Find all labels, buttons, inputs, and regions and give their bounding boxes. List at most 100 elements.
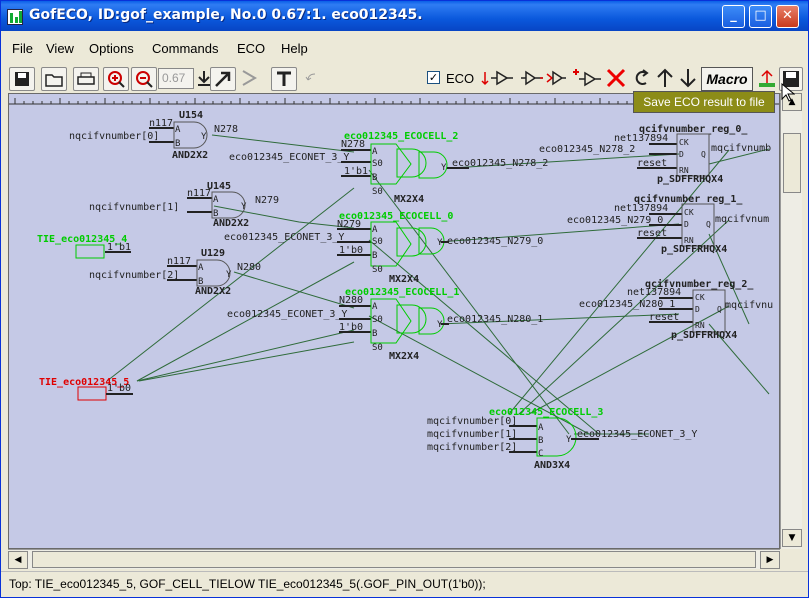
app-icon xyxy=(7,9,23,25)
wires xyxy=(106,134,770,435)
menu-options[interactable]: Options xyxy=(89,41,134,56)
gate-chain-icon xyxy=(521,70,566,86)
forward-button[interactable] xyxy=(238,67,260,91)
menu-help[interactable]: Help xyxy=(281,41,308,56)
insert-buffer-button[interactable] xyxy=(481,67,515,91)
tie-name: TIE_eco012345_5 xyxy=(39,377,129,388)
pin-label: A xyxy=(372,147,378,157)
wire xyxy=(233,271,355,309)
text-icon xyxy=(277,71,291,86)
eco-and-ecocell-3[interactable]: eco012345_ECOCELL_3 mqcifvnumber[0] mqci… xyxy=(427,407,697,471)
print-button[interactable] xyxy=(73,67,99,91)
menu-commands[interactable]: Commands xyxy=(152,41,219,56)
pin-label: B xyxy=(213,209,218,219)
minimize-button[interactable]: _ xyxy=(722,5,745,28)
vertical-scroll-thumb[interactable] xyxy=(783,133,801,193)
menu-view[interactable]: View xyxy=(46,41,74,56)
floppy-icon xyxy=(15,72,29,86)
pin-label: CK xyxy=(695,293,705,302)
horizontal-scroll-thumb[interactable] xyxy=(32,551,756,568)
text-tool-button[interactable] xyxy=(271,67,297,91)
net-label: n117 xyxy=(149,118,173,129)
pin-label: S0 xyxy=(372,159,383,169)
schematic-view[interactable]: U154 n117 nqcifvnumber[0] A B Y N278 AND… xyxy=(9,94,780,549)
pin-label: A xyxy=(538,423,544,433)
wire xyxy=(211,134,355,153)
eco-mux-ecocell-1[interactable]: eco012345_ECOCELL_1 N280 eco012345_ECONE… xyxy=(227,287,543,362)
net-label: n117 xyxy=(167,256,191,267)
net-label: eco012345_N278_2 xyxy=(452,158,548,169)
gate-type: AND2X2 xyxy=(213,218,249,229)
gate-u145[interactable]: U145 n117 nqcifvnumber[1] A B Y N279 AND… xyxy=(89,181,279,229)
zoom-apply-button[interactable] xyxy=(194,67,216,91)
close-button[interactable]: ✕ xyxy=(776,5,799,28)
flop-reg-1[interactable]: qcifvnumber_reg_1_ net137894 eco012345_N… xyxy=(567,193,769,255)
gate-u154[interactable]: U154 n117 nqcifvnumber[0] A B Y N278 AND… xyxy=(69,110,238,161)
tie-cell-4[interactable]: TIE_eco012345_4 1'b1 xyxy=(37,234,131,259)
move-up-button[interactable] xyxy=(654,67,676,91)
net-label: net137894 xyxy=(627,287,681,298)
pin-label: S0 xyxy=(372,343,383,353)
schematic-canvas[interactable]: U154 n117 nqcifvnumber[0] A B Y N278 AND… xyxy=(8,93,780,549)
net-label: eco012345_N278_2 xyxy=(539,144,635,155)
maximize-button[interactable]: □ xyxy=(749,5,772,28)
gate-u129[interactable]: U129 n117 nqcifvnumber[2] A B Y N280 AND… xyxy=(89,248,261,297)
scroll-right-button[interactable]: ▶ xyxy=(760,551,780,569)
flop-type: p_SDFFRHQX4 xyxy=(661,244,727,255)
gate-type: MX2X4 xyxy=(389,351,419,362)
eco-mux-ecocell-0[interactable]: eco012345_ECOCELL_0 N279 eco012345_ECONE… xyxy=(224,211,543,285)
title-bar[interactable]: GofECO, ID:gof_example, No.0 0.67:1. eco… xyxy=(1,1,808,31)
wire xyxy=(106,187,355,382)
add-gate-button[interactable] xyxy=(571,67,603,91)
net-label: eco012345_ECONET_3_Y xyxy=(229,152,349,163)
gate-type: AND3X4 xyxy=(534,460,570,471)
vertical-scrollbar[interactable]: ▲ ▼ xyxy=(780,93,802,549)
zoom-input[interactable]: 0.67 xyxy=(158,68,194,89)
scroll-down-button[interactable]: ▼ xyxy=(782,529,802,547)
wire xyxy=(438,223,680,243)
eco-mux-ecocell-2[interactable]: eco012345_ECOCELL_2 N278 eco012345_ECONE… xyxy=(229,131,548,205)
flop-name: qcifvnumber_reg_1_ xyxy=(634,193,743,205)
net-label: eco012345_N279_0 xyxy=(567,215,663,226)
scroll-left-button[interactable]: ◀ xyxy=(8,551,28,569)
eco-checkbox[interactable]: ✓ xyxy=(427,71,440,84)
delete-button[interactable] xyxy=(605,67,627,91)
menu-eco[interactable]: ECO xyxy=(237,41,266,56)
pin-label: Y xyxy=(201,132,207,142)
net-label: eco012345_ECONET_3_Y xyxy=(224,232,344,243)
zoom-out-icon xyxy=(136,71,153,88)
macro-button[interactable]: Macro xyxy=(701,67,753,91)
flop-reg-2[interactable]: qcifvnumber_reg_2_ net137894 eco012345_N… xyxy=(579,278,773,341)
zoom-in-button[interactable] xyxy=(103,67,129,91)
pin-label: Y xyxy=(437,320,443,330)
add-gate-icon xyxy=(573,69,601,87)
net-label: N280 xyxy=(339,295,363,306)
buffer-insert-icon xyxy=(481,70,513,86)
tie-cell-5[interactable]: TIE_eco012345_5 1'b0 xyxy=(39,377,133,401)
eco-checkbox-label: ECO xyxy=(446,71,475,86)
pin-label: A xyxy=(372,302,378,312)
save-button[interactable] xyxy=(9,67,35,91)
horizontal-scrollbar[interactable]: ◀ ▶ xyxy=(8,549,780,569)
menu-file[interactable]: File xyxy=(12,41,33,56)
pin-label: Y xyxy=(241,202,247,212)
export-button[interactable] xyxy=(756,67,778,91)
folder-icon xyxy=(45,74,63,87)
net-label: mqcifvnu xyxy=(725,300,773,311)
select-tool-button[interactable] xyxy=(210,67,236,91)
undo-button[interactable] xyxy=(301,67,323,91)
save-eco-button[interactable] xyxy=(779,67,803,91)
move-down-button[interactable] xyxy=(677,67,699,91)
net-label: nqcifvnumber[0] xyxy=(69,131,159,142)
refresh-button[interactable] xyxy=(631,67,653,91)
pin-label: B xyxy=(372,329,377,339)
net-label: net137894 xyxy=(614,133,668,144)
zoom-out-button[interactable] xyxy=(131,67,157,91)
flop-reg-0[interactable]: qcifvnumber_reg_0_ net137894 eco012345_N… xyxy=(539,123,771,185)
insert-gate-chain-button[interactable] xyxy=(519,67,567,91)
close-icon: ✕ xyxy=(782,8,793,23)
pin-label: RN xyxy=(684,236,694,245)
flop-name: qcifvnumber_reg_2_ xyxy=(645,278,754,290)
open-button[interactable] xyxy=(41,67,67,91)
